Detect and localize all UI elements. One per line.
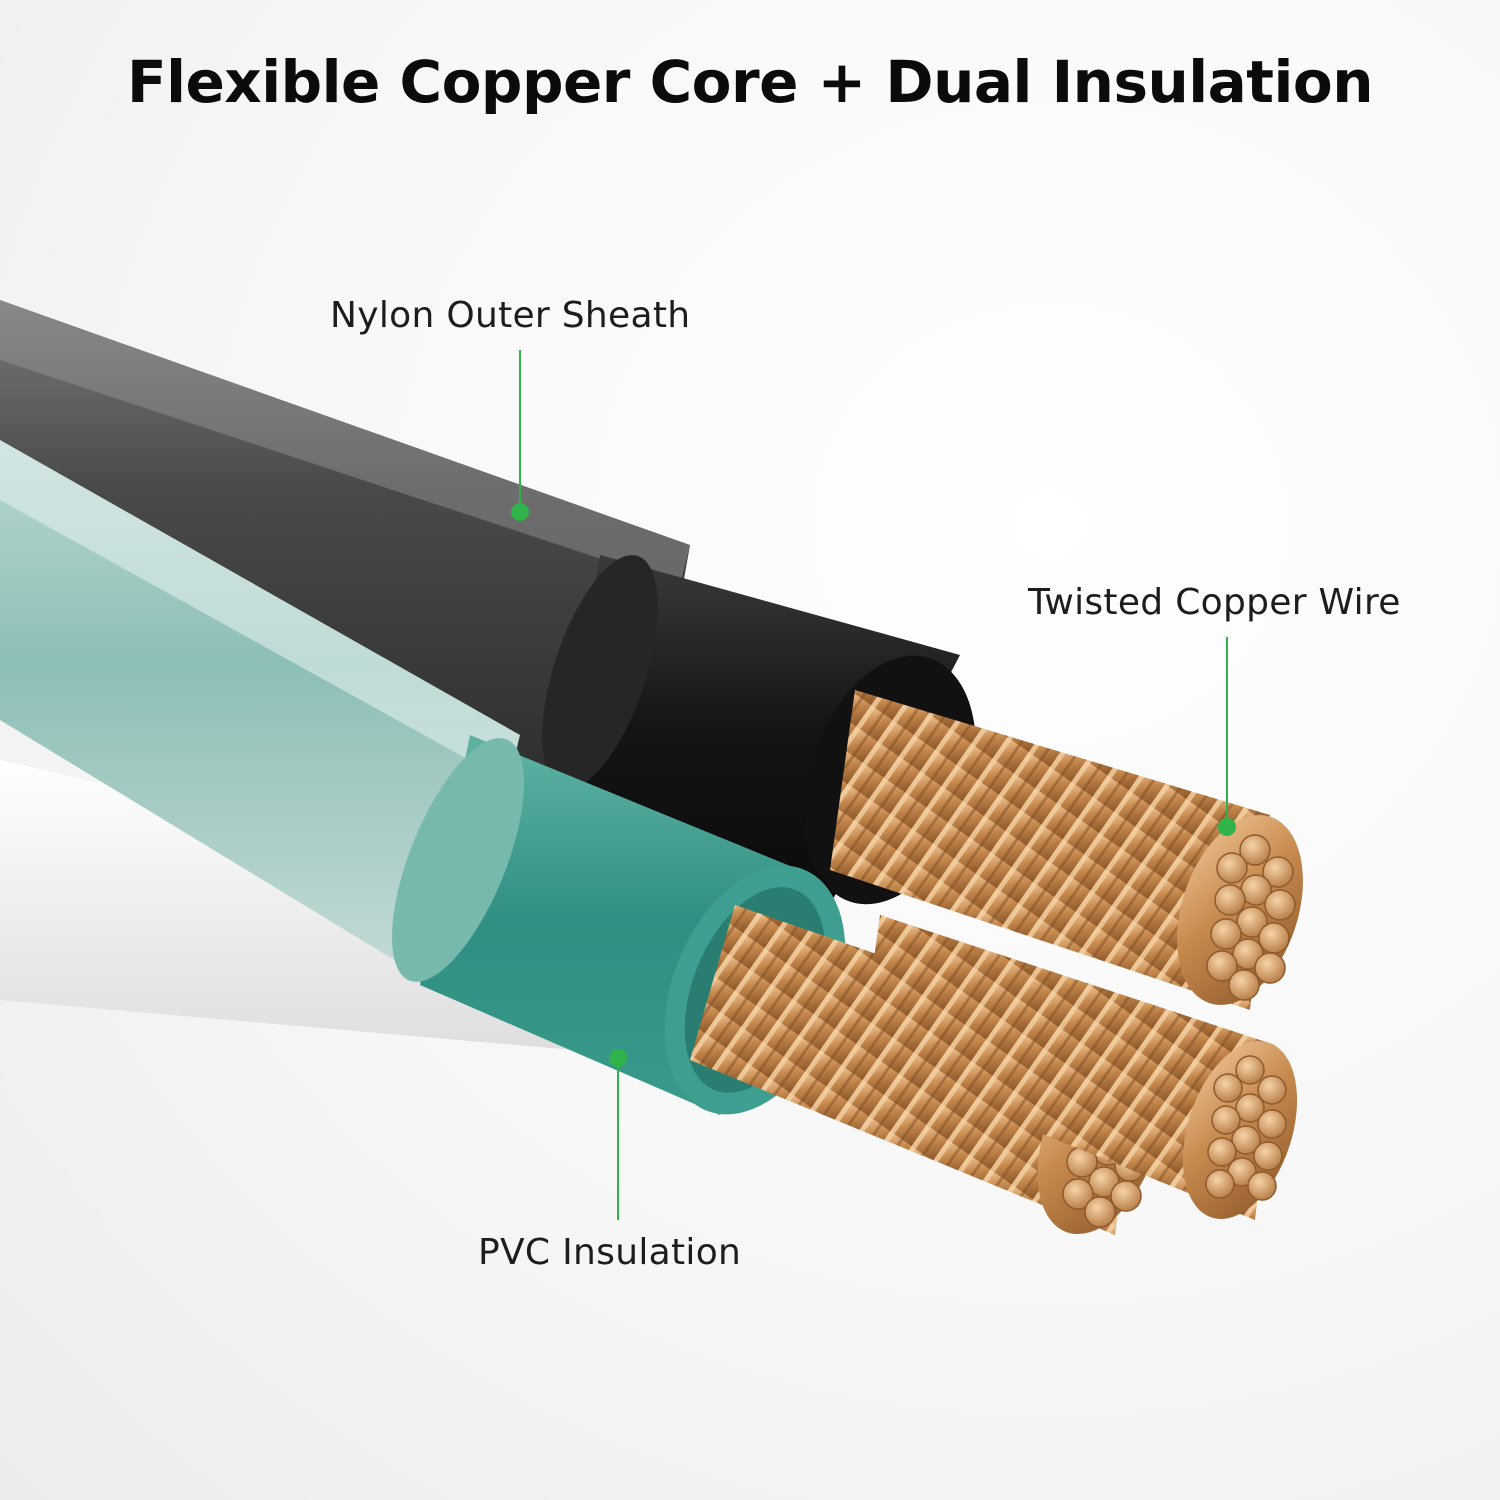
pvc-insulation-label: PVC Insulation xyxy=(478,1232,742,1273)
pvc-insulation-leader-line xyxy=(617,1060,619,1220)
copper-strands-black-wire xyxy=(830,690,1303,1010)
pvc-insulation-marker-dot xyxy=(609,1049,627,1067)
copper-wire-marker-dot xyxy=(1218,818,1236,836)
page-title: Flexible Copper Core + Dual Insulation xyxy=(126,48,1374,116)
copper-wire-label: Twisted Copper Wire xyxy=(1028,582,1401,623)
copper-wire-leader-line xyxy=(1226,637,1228,817)
nylon-sheath-label: Nylon Outer Sheath xyxy=(330,295,691,336)
nylon-sheath-marker-dot xyxy=(511,503,529,521)
copper-strands-white-wire xyxy=(860,915,1298,1220)
nylon-sheath-leader-line xyxy=(519,350,521,510)
